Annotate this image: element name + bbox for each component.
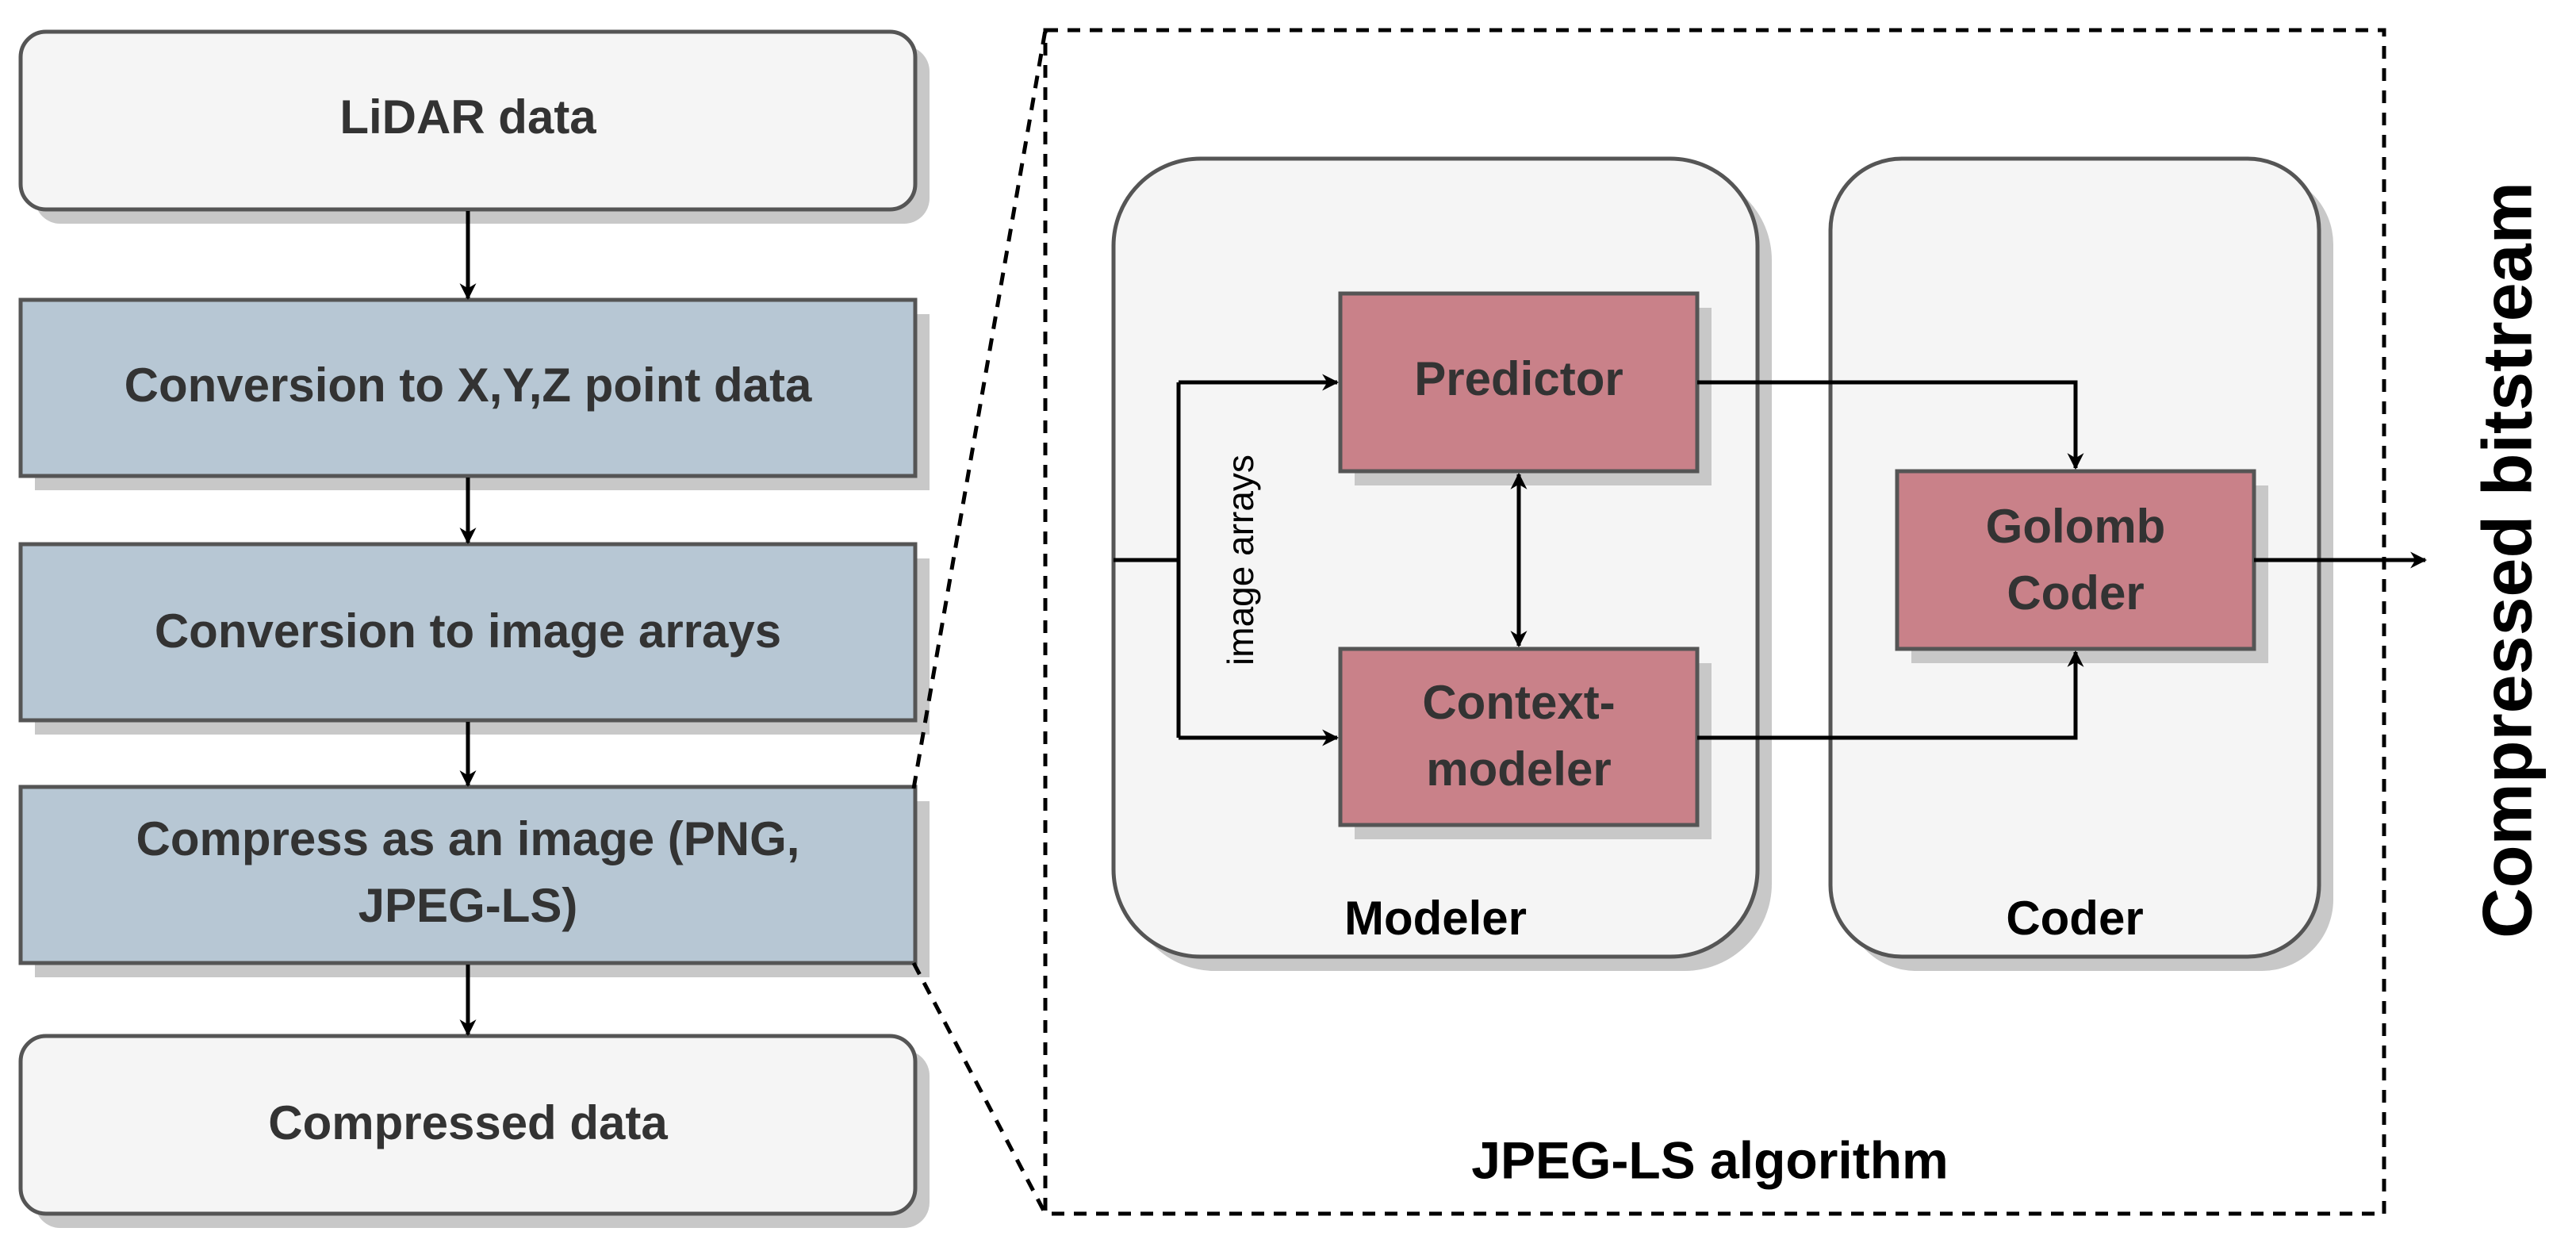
compress-image-label-line1: Compress as an image (PNG, <box>136 812 800 865</box>
golomb-coder-box: Golomb Coder <box>1895 469 2268 663</box>
image-arrays-conversion-label: Conversion to image arrays <box>155 604 781 658</box>
compressed-data-label: Compressed data <box>268 1096 668 1149</box>
jpeg-ls-title: JPEG-LS algorithm <box>1471 1130 1948 1189</box>
input-connectors: image arrays <box>1114 374 1340 746</box>
modeler-container: Modeler <box>1111 156 1772 971</box>
arrow-context-to-golomb <box>1697 650 2084 740</box>
compress-image-label-line2: JPEG-LS) <box>358 879 578 932</box>
jpeg-ls-frame: JPEG-LS algorithm <box>1043 28 2386 1216</box>
context-modeler-label-line2: modeler <box>1426 742 1611 796</box>
context-modeler-label-line1: Context- <box>1422 676 1615 729</box>
coder-label: Coder <box>2006 892 2143 945</box>
lidar-data-label: LiDAR data <box>339 90 596 144</box>
pipeline: LiDAR data Conversion to X,Y,Z point dat… <box>18 29 930 1228</box>
image-arrays-conversion-box: Conversion to image arrays <box>18 542 930 735</box>
predictor-label: Predictor <box>1414 352 1623 405</box>
lidar-data-box: LiDAR data <box>18 29 930 224</box>
compress-image-box: Compress as an image (PNG, JPEG-LS) <box>18 785 930 977</box>
xyz-conversion-label: Conversion to X,Y,Z point data <box>125 359 812 412</box>
xyz-conversion-box: Conversion to X,Y,Z point data <box>18 297 930 490</box>
modeler-label: Modeler <box>1344 892 1527 945</box>
context-modeler-box: Context- modeler <box>1338 647 1712 839</box>
compressed-bitstream-label: Compressed bitstream <box>2467 182 2546 938</box>
golomb-coder-label-line1: Golomb <box>1986 500 2166 553</box>
compressed-data-box: Compressed data <box>18 1034 930 1228</box>
zoom-connector-top <box>911 29 1048 789</box>
arrow-predictor-to-golomb <box>1697 380 2084 470</box>
zoom-connector-bottom <box>911 961 1048 1215</box>
image-arrays-input-label: image arrays <box>1220 455 1261 666</box>
golomb-coder-label-line2: Coder <box>2007 566 2144 620</box>
predictor-box: Predictor <box>1338 291 1712 485</box>
